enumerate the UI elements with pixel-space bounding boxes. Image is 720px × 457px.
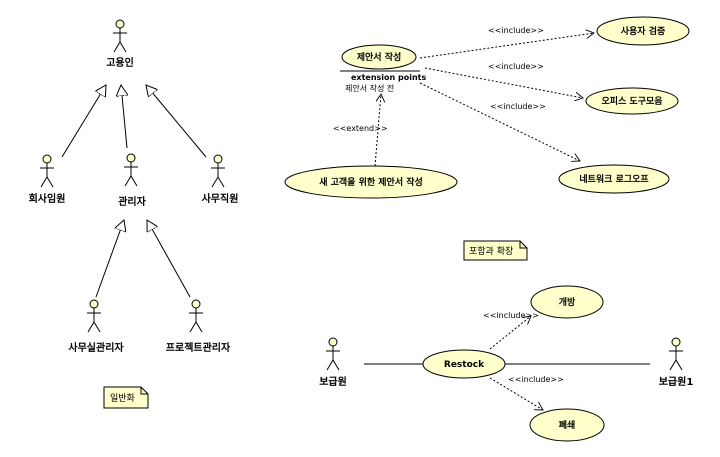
use-case-restock-shape [422, 349, 506, 379]
restock-include-label-2: <<include>> [508, 375, 564, 384]
use-case-network-logoff[interactable]: 네트워크 로그오프 [558, 164, 670, 194]
use-case-user-verification-label: 사용자 검증 [621, 25, 666, 37]
use-case-new-customer-proposal-shape [284, 165, 458, 199]
use-case-user-verification-shape [596, 16, 690, 46]
use-case-office-tools-label: 오피스 도구모음 [601, 95, 662, 107]
actor-executive-label: 회사임원 [29, 192, 66, 205]
actor-employee[interactable]: 고용인 [106, 19, 134, 69]
note-shape [103, 386, 149, 409]
extension-point-text: 제안서 작성 전 [345, 83, 394, 93]
use-case-office-tools-shape [585, 87, 679, 115]
use-case-close-label: 폐쇄 [559, 419, 576, 431]
use-case-open-label: 개방 [559, 296, 576, 308]
stick-figure-icon [211, 154, 225, 188]
use-case-network-logoff-label: 네트워크 로그오프 [579, 173, 649, 185]
stick-figure-icon [124, 153, 138, 187]
include-arrow-user-verify [419, 33, 594, 59]
use-case-user-verification[interactable]: 사용자 검증 [596, 16, 690, 46]
use-case-restock[interactable]: Restock [422, 349, 506, 379]
actor-executive[interactable]: 회사임원 [29, 154, 66, 205]
actor-supplier-1[interactable]: 보급원1 [659, 337, 694, 388]
use-case-office-tools[interactable]: 오피스 도구모음 [585, 87, 679, 115]
stick-figure-icon [113, 19, 127, 53]
stick-figure-icon [87, 299, 101, 333]
include-label-3: <<include>> [490, 102, 546, 111]
note-include-extend[interactable]: 포함과 확장 [463, 240, 528, 261]
actor-manager-label: 관리자 [118, 195, 146, 208]
include-arrow-office-tools [424, 67, 583, 98]
actor-supplier-1-label: 보급원1 [659, 375, 694, 388]
note-fold [519, 241, 527, 249]
use-case-open[interactable]: 개방 [530, 285, 604, 319]
include-arrow-network-logoff [419, 82, 580, 161]
use-case-new-customer-proposal-label: 새 고객을 위한 제안서 작성 [319, 176, 423, 188]
include-label-1: <<include>> [488, 26, 544, 35]
actor-office-manager-label: 사무실관리자 [68, 341, 124, 354]
generalization-clerk-employee [146, 85, 207, 158]
generalization-projectmgr-manager [147, 220, 191, 298]
use-case-close-shape [529, 408, 605, 442]
actor-employee-label: 고용인 [106, 56, 134, 69]
actor-manager[interactable]: 관리자 [118, 153, 147, 208]
extend-label: <<extend>> [333, 124, 388, 133]
use-case-close[interactable]: 폐쇄 [529, 408, 605, 442]
use-case-restock-label: Restock [444, 360, 485, 370]
restock-section: <<include>> <<include>> 보급원 보급원1 Restock [319, 285, 694, 442]
use-case-proposal-label: 제안서 작성 [357, 51, 402, 63]
use-case-proposal[interactable]: 제안서 작성 [341, 44, 417, 70]
use-case-open-shape [530, 285, 604, 319]
restock-include-label-1: <<include>> [483, 311, 539, 320]
stick-figure-icon [326, 337, 340, 371]
actor-clerk[interactable]: 사무직원 [202, 154, 239, 205]
actor-clerk-label: 사무직원 [202, 192, 239, 205]
note-generalization-text: 일반화 [110, 393, 135, 404]
stick-figure-icon [189, 299, 203, 333]
actor-office-manager[interactable]: 사무실관리자 [68, 299, 124, 354]
generalization-officemgr-manager [95, 220, 124, 298]
note-include-extend-text: 포함과 확장 [469, 245, 513, 257]
actor-supplier[interactable]: 보급원 [319, 337, 347, 388]
include-arrow-open [489, 316, 531, 350]
extension-points-title: extension points [351, 73, 426, 82]
use-case-proposal-shape [341, 44, 417, 70]
stick-figure-icon [669, 337, 683, 371]
extend-arrow [374, 94, 381, 167]
stick-figure-icon [40, 154, 54, 188]
generalization-executive-employee [61, 85, 106, 158]
actor-project-manager[interactable]: 프로젝트관리자 [166, 299, 231, 354]
use-case-new-customer-proposal[interactable]: 새 고객을 위한 제안서 작성 [284, 165, 458, 199]
use-case-network-logoff-shape [558, 164, 670, 194]
include-label-2: <<include>> [488, 62, 544, 71]
generalization-section: 고용인 회사임원 관리자 [29, 19, 239, 409]
note-shape [463, 240, 528, 261]
include-extend-section: <<include>> <<include>> <<include>> <<ex… [284, 16, 690, 261]
generalization-manager-employee [121, 85, 127, 149]
actor-project-manager-label: 프로젝트관리자 [166, 341, 231, 354]
actor-supplier-label: 보급원 [319, 375, 347, 388]
note-generalization[interactable]: 일반화 [103, 386, 149, 409]
note-fold [140, 387, 148, 395]
